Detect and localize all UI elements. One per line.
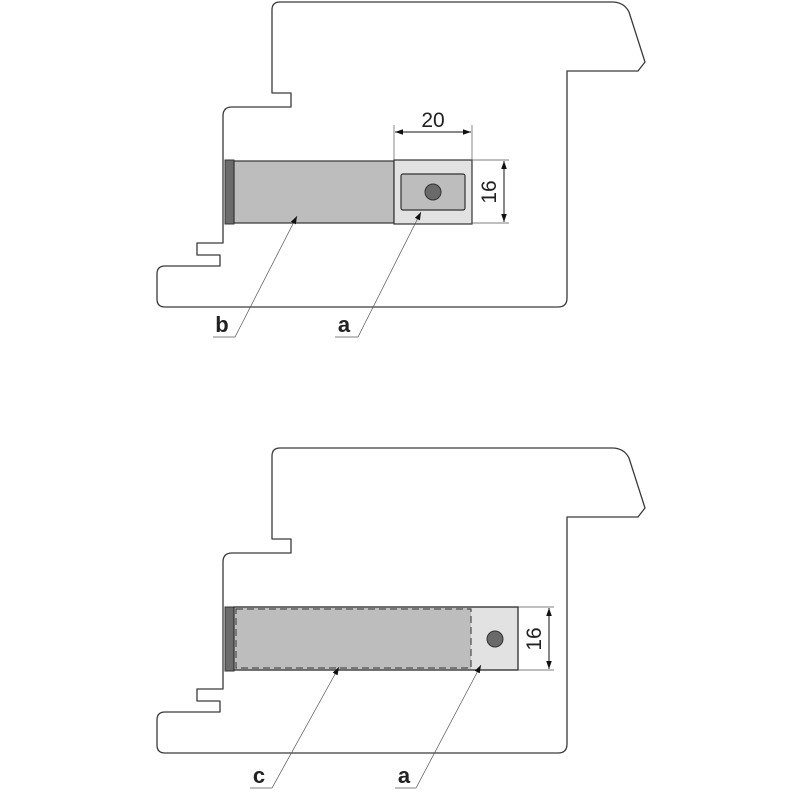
callout-label-b: b: [215, 312, 228, 337]
component-b-bar: [233, 160, 395, 224]
frame-profile-outline: [156, 447, 646, 754]
height-dimension-label: 16: [523, 627, 546, 650]
top-view: 20 16 b a: [156, 1, 646, 338]
bottom-view: 16 c a: [156, 447, 646, 789]
callout-label-a: a: [338, 312, 351, 337]
leader-line-c: [250, 666, 340, 789]
width-dimension-label: 20: [421, 109, 444, 132]
component-c-dashed-outline: [235, 608, 472, 669]
seal-strip: [224, 606, 235, 672]
pin-icon: [486, 630, 504, 648]
callout-label-c: c: [253, 763, 265, 788]
component-c-bar: [234, 607, 471, 670]
assembly-outline: [233, 606, 519, 671]
seal-strip: [224, 159, 235, 225]
pin-icon: [424, 183, 442, 201]
height-dimension-label: 16: [478, 180, 501, 203]
frame-profile-outline: [156, 1, 646, 308]
leader-line-a: [335, 211, 422, 338]
callout-label-a: a: [398, 763, 411, 788]
leader-line-a: [395, 664, 482, 789]
leader-line-b: [213, 215, 298, 338]
